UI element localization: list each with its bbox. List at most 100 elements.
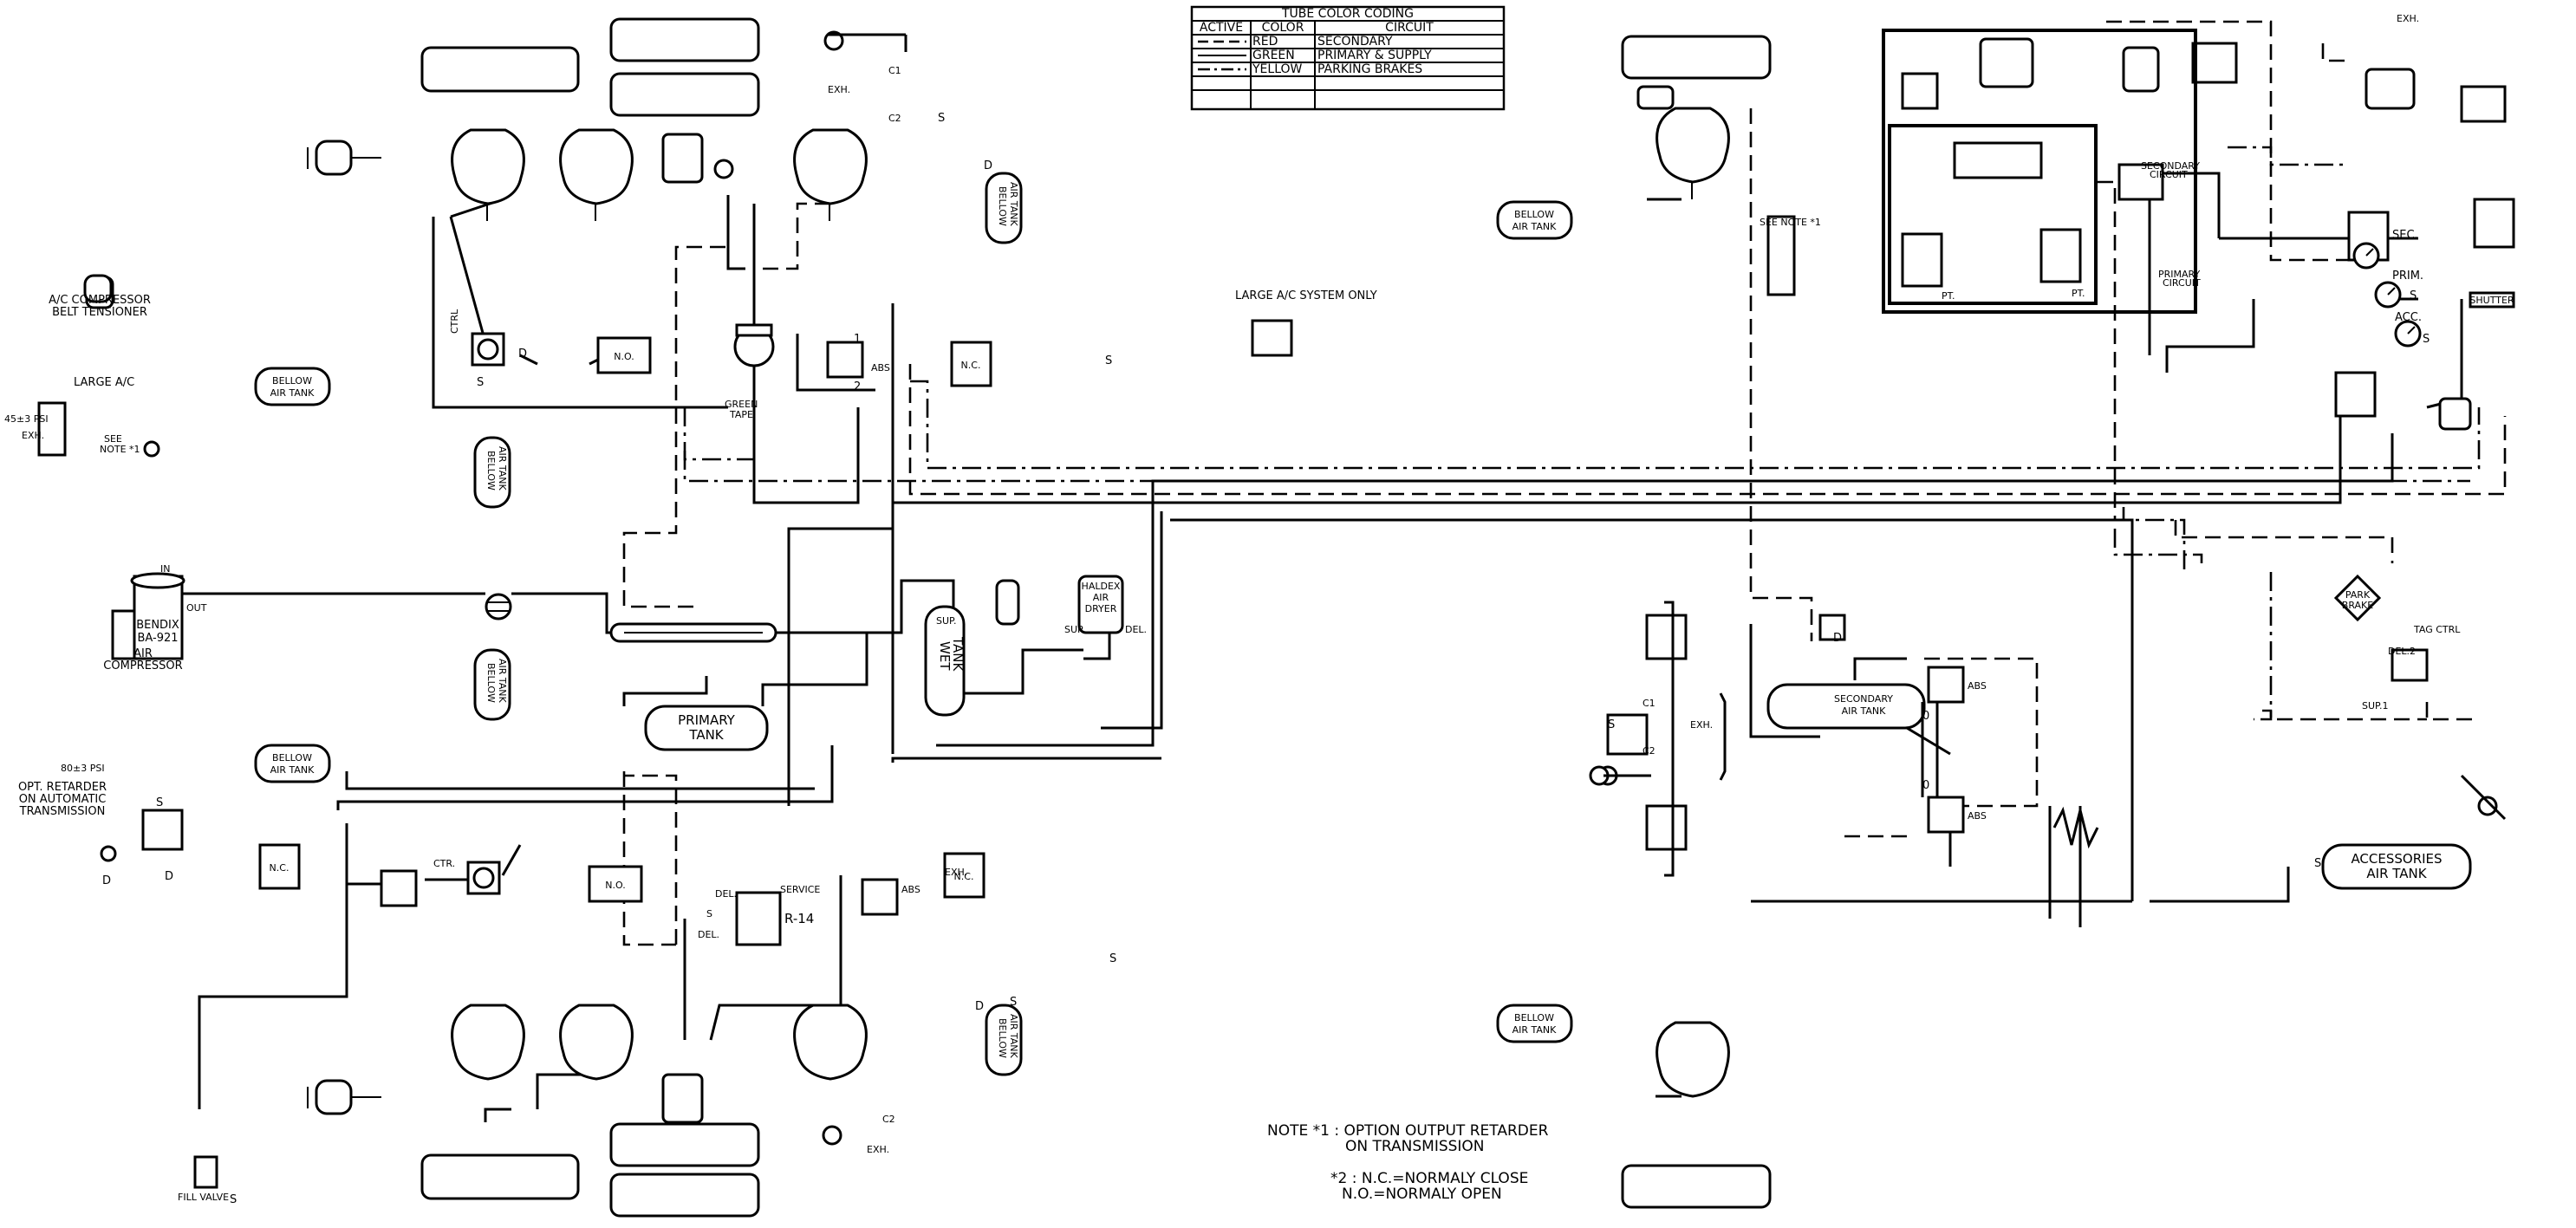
bellow-tank-label: AIR TANK: [1008, 1014, 1019, 1059]
one-label: 1: [854, 333, 861, 346]
d-label-5: D: [975, 1000, 984, 1013]
retarder-label-2: ON AUTOMATIC: [19, 793, 107, 806]
bellow-tank-label: BELLOW: [1514, 209, 1554, 220]
d-label-4: D: [165, 870, 173, 883]
retarder-label-3: TRANSMISSION: [19, 805, 106, 818]
s-label-6: S: [1105, 354, 1112, 367]
pt-label-2: PT.: [2072, 288, 2085, 299]
notes: NOTE *1 : OPTION OUTPUT RETARDER ON TRAN…: [1267, 1122, 1549, 1203]
primary-supply-tubes: [139, 152, 2463, 1122]
dryer-label: HALDEX: [1082, 581, 1121, 592]
secondary-circuit-label-2: CIRCUIT: [2150, 169, 2188, 180]
legend-row-red-circuit: SECONDARY: [1317, 35, 1393, 49]
compressor-label-4: COMPRESSOR: [103, 659, 182, 672]
s-label-4: S: [230, 1193, 237, 1206]
d-label-2: D: [518, 348, 527, 361]
bellow-tank-label: AIR TANK: [497, 446, 508, 491]
dryer-sup-label: SUP.: [1064, 624, 1084, 635]
compressor-label-3: AIR: [133, 647, 153, 660]
c2-label-2: C2: [882, 1114, 895, 1125]
s-label-11: S: [2410, 289, 2417, 302]
psi-80-label: 80±3 PSI: [61, 763, 105, 774]
belt-tensioner-label: A/C COMPRESSOR: [49, 294, 151, 307]
prim-gauge-label: PRIM.: [2392, 270, 2423, 283]
compressor-label-2: BA-921: [137, 632, 178, 645]
diagram-labels: A/C COMPRESSOR BELT TENSIONER LARGE A/C …: [4, 13, 2461, 1206]
air-compressor: BENDIX BA-921 AIR COMPRESSOR IN OUT: [103, 563, 512, 672]
tube-color-legend: TUBE COLOR CODING ACTIVE COLOR CIRCUIT R…: [1190, 5, 1506, 111]
fill-valve-label: FILL VALVE: [178, 1192, 229, 1203]
primary-tank-label-2: TANK: [688, 727, 724, 743]
sec-gauge-label: SEC.: [2392, 229, 2418, 242]
ctr-label: CTR.: [433, 858, 455, 869]
sup1-label: SUP.1: [2362, 700, 2388, 711]
exh-label-mid: EXH.: [1690, 719, 1713, 731]
legend-row-yellow-color: YELLOW: [1252, 62, 1303, 76]
legend-header-active: ACTIVE: [1200, 21, 1243, 35]
del-label: DEL.: [715, 888, 737, 900]
park-brake-label-2: BRAKE: [2342, 600, 2373, 611]
pt-label: PT.: [1942, 290, 1955, 302]
bellow-tank-label: AIR TANK: [270, 764, 315, 776]
bellow-tank-label: AIR TANK: [497, 659, 508, 704]
tag-ctrl-label: TAG CTRL: [2413, 624, 2461, 635]
s-label-5: S: [1109, 952, 1116, 965]
park-brake-label: PARK: [2345, 589, 2371, 601]
acc-gauge-label: ACC.: [2395, 311, 2422, 324]
large-ac-label: LARGE A/C: [74, 376, 134, 389]
note-1-line-1: NOTE *1 : OPTION OUTPUT RETARDER: [1267, 1122, 1549, 1140]
shutter-label: SHUTTER: [2469, 295, 2514, 306]
bellow-tank-label: AIR TANK: [270, 387, 315, 399]
accessories-tank-label: ACCESSORIES: [2351, 851, 2442, 867]
del2-label: DEL.2: [2388, 646, 2416, 657]
wet-tank-label-2: TANK: [950, 636, 966, 672]
zero-label-2: 0: [1922, 779, 1929, 792]
c1-label-2: C1: [1643, 698, 1656, 709]
s-label-8: S: [1608, 718, 1615, 731]
retarder-label: OPT. RETARDER: [18, 781, 107, 794]
s-label-7: S: [1010, 996, 1017, 1009]
no-valve-label: N.O.: [614, 351, 634, 362]
bellow-tank-label: BELLOW: [1514, 1012, 1554, 1023]
exh-label-bottom: EXH.: [945, 867, 967, 878]
parking-tubes: [683, 146, 2481, 721]
legend-title: TUBE COLOR CODING: [1281, 7, 1414, 21]
s-label: S: [938, 112, 945, 125]
s-label-9: S: [2314, 857, 2321, 870]
zero-label: 0: [1922, 710, 1929, 723]
see-note-small-label: SEE NOTE *1: [1760, 217, 1821, 228]
air-spring-plates: [420, 17, 1772, 1218]
primary-circuit-label-2: CIRCUIT: [2163, 277, 2201, 289]
r14-label: R-14: [784, 911, 814, 926]
see-note-label: SEE: [104, 433, 122, 445]
s-label-10: S: [2423, 333, 2430, 346]
dryer-label-2: AIR: [1093, 592, 1109, 603]
d-label-6: D: [1833, 632, 1842, 645]
legend-header-circuit: CIRCUIT: [1385, 21, 1434, 35]
s-label-12: S: [706, 908, 712, 919]
secondary-circuit-label: SECONDARY: [2141, 160, 2200, 172]
psi-45-label: 45±3 PSI: [4, 413, 49, 425]
bellow-tank-label: BELLOW: [485, 451, 497, 491]
secondary-tank-label-2: AIR TANK: [1842, 705, 1887, 717]
sup-label-2: SUP.: [936, 615, 956, 627]
d-label: D: [984, 159, 992, 172]
no-valve-label-2: N.O.: [605, 880, 625, 891]
s-label-3: S: [156, 796, 163, 809]
bellow-tank-label: BELLOW: [485, 663, 497, 703]
del-label-2: DEL.: [698, 929, 719, 940]
compressor-out-label: OUT: [186, 602, 207, 614]
nc-valve-label-3: N.C.: [954, 871, 974, 882]
bellow-tank-label: AIR TANK: [1512, 1024, 1558, 1036]
nc-valve-label-2: N.C.: [270, 862, 289, 874]
main-tanks: PRIMARY TANK WET TANK SECONDARY AIR TANK…: [609, 575, 2472, 890]
belt-tensioner-label-2: BELT TENSIONER: [52, 306, 147, 319]
accessories-tank-label-2: AIR TANK: [2366, 866, 2427, 881]
s-label-2: S: [477, 376, 484, 389]
two-label: 2: [854, 380, 861, 393]
bellow-tank-label: BELLOW: [272, 752, 312, 763]
bellow-tank-label: AIR TANK: [1008, 182, 1019, 227]
legend-row-yellow-circuit: PARKING BRAKES: [1317, 62, 1422, 76]
secondary-tubes: [622, 20, 2507, 946]
